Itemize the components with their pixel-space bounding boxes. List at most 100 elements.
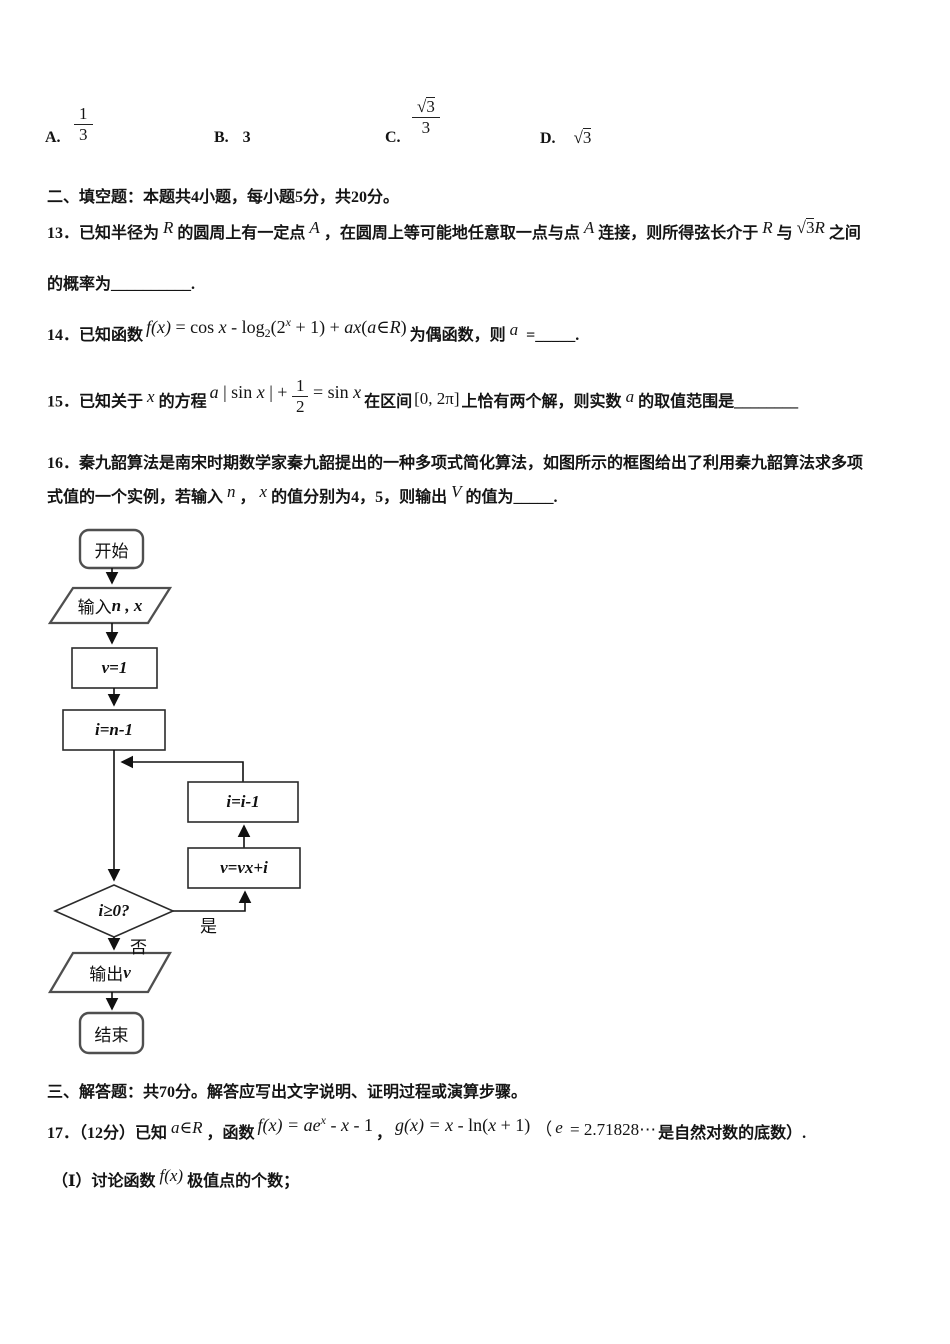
flowchart-update-v-shape [187,847,301,889]
equation-g: g(x) = x - ln(x + 1) [392,1115,533,1135]
var-A: A [583,218,595,237]
option-c-letter: C. [385,129,401,146]
text-segment: = [522,327,536,344]
eq-token: x [488,1115,497,1135]
text-segment: 的值为 [465,489,514,506]
text-segment: 16．秦九韶算法是南宋时期数学家秦九韶提出的一种多项式简化算法，如图所示的框图给… [47,455,864,472]
radical-sign: √ [796,218,806,237]
flowchart-end-label: 结束 [94,1025,129,1045]
radical-sign: √ [573,128,583,147]
text-segment: ，在圆周上等可能地任意取一点与点 [323,225,580,242]
question-13-line2: 的概率为__________. [47,274,195,296]
f-of-x: f(x) [159,1166,184,1185]
flowchart-diagram [47,528,301,1055]
radicand: 3 [805,218,815,237]
var-n: n [227,482,236,501]
flowchart-dec-i-shape [187,781,299,823]
flowchart-dec-i-label: i=i-1 [226,792,260,811]
input-vars: n , x [111,595,143,615]
text-segment: 连接，则所得弦长介于 [598,225,759,242]
flowchart-update-v-label: v=vx+i [220,858,268,877]
text-segment: 14．已知函数 [47,327,144,344]
text-segment: 是自然对数的底数）. [658,1125,807,1142]
radicand: 3 [582,128,592,147]
section2-header: 二、填空题：本题共4小题，每小题5分，共20分。 [47,187,399,209]
option-b: B. 3 [214,127,251,149]
fraction-denominator: 3 [421,118,431,138]
eq-token: | + [264,381,292,402]
option-c-label: C. [385,127,401,149]
text-segment: ，函数 [206,1125,255,1142]
fraction-numerator: 1 [291,376,309,397]
eq-token: ) [400,317,407,337]
eq-token: f(x) [146,317,171,337]
flowchart-condition-label: i≥0? [98,901,130,920]
text-segment: 15．已知关于 [47,393,144,411]
option-a-letter: A. [45,129,61,146]
option-d-letter: D. [540,130,556,147]
flowchart-output-shape [47,951,172,994]
text-segment: 的圆周上有一定点 [177,225,306,242]
section3-header: 三、解答题：共70分。解答应写出文字说明、证明过程或演算步骤。 [47,1082,527,1104]
text-segment: 的方程 [158,393,207,411]
flowchart-assign-i-label: i=n-1 [94,720,134,739]
text-segment: 在区间 [364,393,413,411]
var-V: V [451,482,462,501]
option-d: D. √3 [540,127,592,150]
eq-token: x [256,381,265,402]
eq-token: x [340,1115,349,1135]
text-segment: 为偶函数，则 [409,327,506,344]
flow-loop-return [120,755,244,782]
option-b-value: 3 [242,129,251,146]
eq-token: + [325,317,345,337]
eq-token: x [218,317,227,337]
radical-sign: √ [417,97,427,116]
text-segment: ， [239,489,256,506]
radicand: 3 [426,97,435,116]
var-A: A [309,218,320,237]
sqrt-3R: √3R [793,218,829,237]
eq-token: - ln( [453,1115,489,1135]
text-segment: 式值的一个实例，若输入 [47,489,224,506]
var-R: R [814,218,825,237]
option-a-label: A. [45,127,61,149]
option-c-value: √3 3 [412,97,440,139]
fraction-numerator: 1 [74,104,93,126]
flowchart-end-shape [78,1011,145,1055]
eq-token: R [389,317,401,337]
text-segment: 13．已知半径为 [47,225,160,242]
eq-token: = sin [308,381,354,402]
var-R: R [762,218,773,237]
option-d-value: √3 [560,128,592,147]
eq-token: f(x) = ae [257,1115,321,1135]
fraction-denominator: 2 [295,396,305,416]
eq-token: a [209,381,219,402]
eq-token: (2 [270,317,286,337]
flowchart-yes-label: 是 [200,917,217,936]
eq-token: - [325,1115,341,1135]
eq-token: = cos [171,317,219,337]
equation-f: f(x) = aex - x - 1 [255,1113,376,1135]
var-a: a [625,386,635,406]
answer-blank: _____ [513,489,554,506]
equation-f-even: f(x) = cos x - log2(2x + 1) + ax(a∈R) [143,315,410,340]
eq-token: ∈ [376,317,390,337]
section2-title: 二、填空题：本题共4小题，每小题5分，共20分。 [47,189,400,206]
var-e: e [555,1118,563,1137]
eq-token: x [353,381,362,402]
eq-token: a [367,317,377,337]
separator: ， [375,1125,392,1142]
question-16-line1: 16．秦九韶算法是南宋时期数学家秦九韶提出的一种多项式简化算法，如图所示的框图给… [47,453,863,475]
text-segment: . [553,489,558,506]
var-x: x [147,386,155,406]
flowchart-no-label: 否 [130,938,147,957]
